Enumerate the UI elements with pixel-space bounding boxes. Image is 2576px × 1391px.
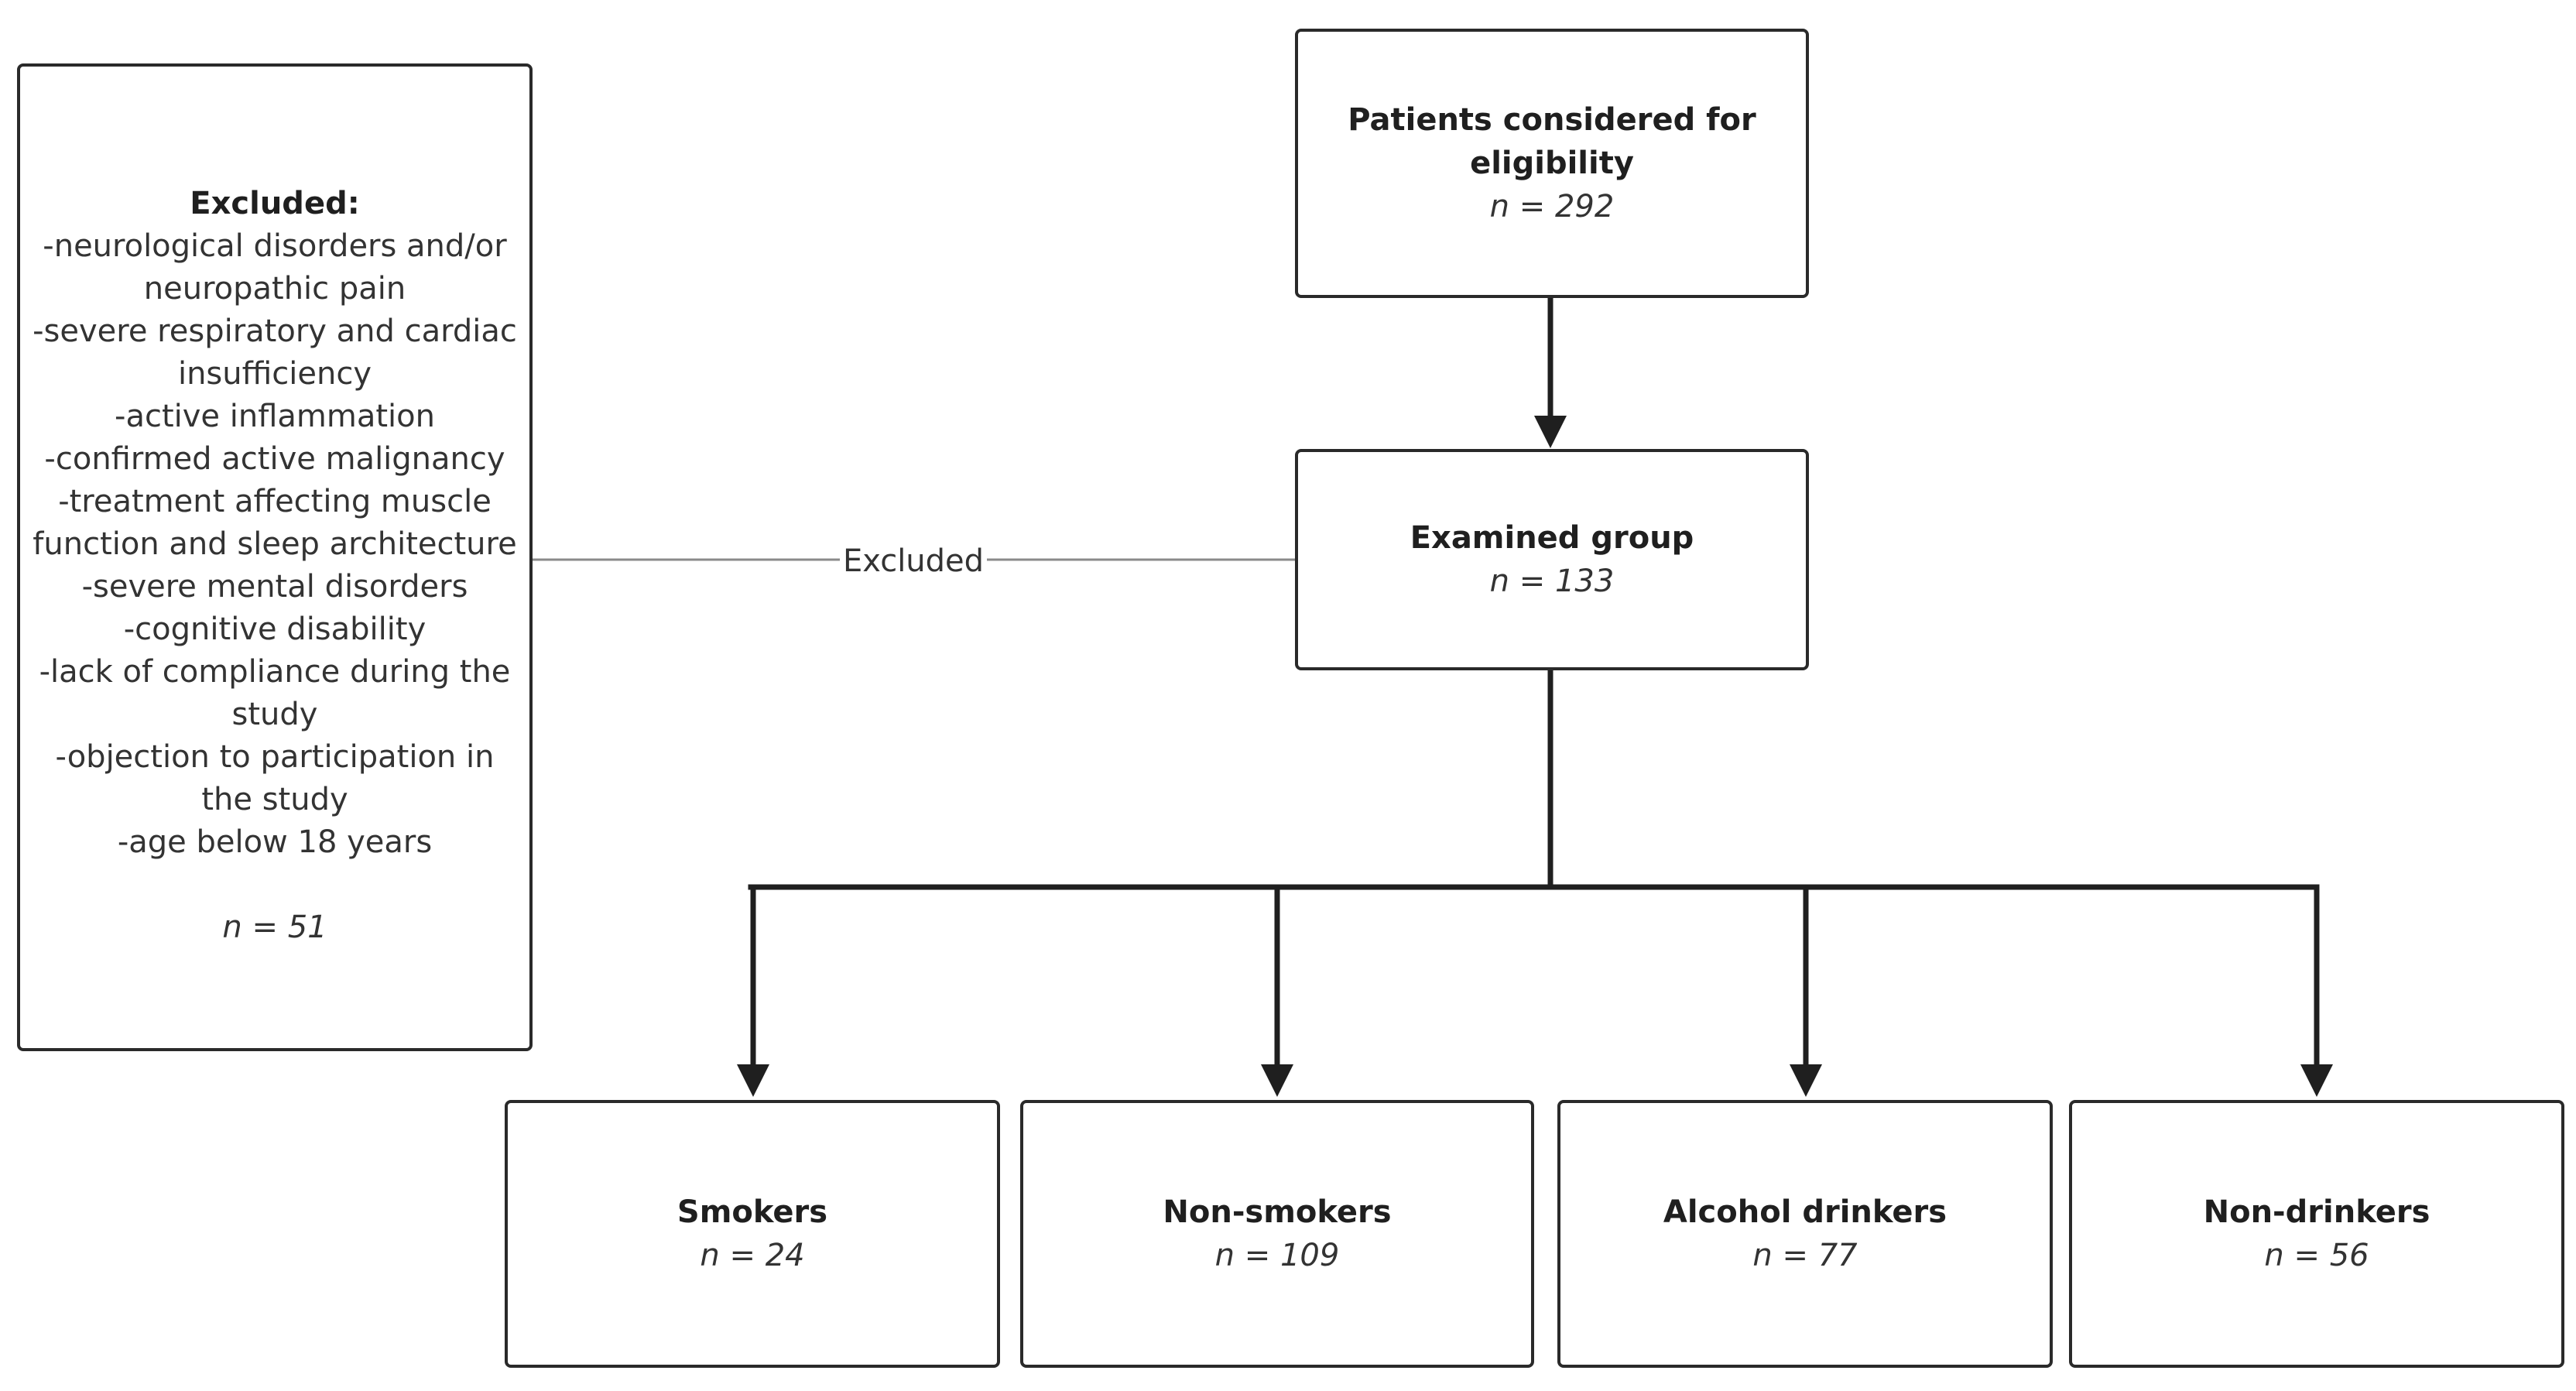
alcohol-drinkers-title: Alcohol drinkers <box>1663 1194 1947 1230</box>
excluded-item: -cognitive disability <box>123 612 426 647</box>
eligibility-title: Patients considered for eligibility <box>1348 102 1756 181</box>
smokers-box: Smokers n = 24 <box>505 1100 1000 1368</box>
excluded-item: -active inflammation <box>115 399 435 434</box>
excluded-count: n = 51 <box>222 910 327 945</box>
excluded-item: -confirmed active malignancy <box>44 441 505 477</box>
excluded-item: -age below 18 years <box>117 824 433 860</box>
excluded-connector-label: Excluded <box>840 540 987 583</box>
smokers-count: n = 24 <box>700 1238 805 1273</box>
examined-group-box: Examined group n = 133 <box>1295 449 1809 670</box>
excluded-item: -treatment affecting muscle function and… <box>33 484 517 562</box>
excluded-item: -severe respiratory and cardiac insuffic… <box>33 313 517 392</box>
non-smokers-box: Non-smokers n = 109 <box>1020 1100 1534 1368</box>
excluded-item: -objection to participation in the study <box>55 739 495 817</box>
examined-group-count: n = 133 <box>1489 564 1615 599</box>
non-drinkers-count: n = 56 <box>2264 1238 2369 1273</box>
excluded-item: -neurological disorders and/or neuropath… <box>43 228 507 307</box>
excluded-item: -lack of compliance during the study <box>39 654 511 732</box>
alcohol-drinkers-box: Alcohol drinkers n = 77 <box>1557 1100 2053 1368</box>
non-smokers-title: Non-smokers <box>1163 1194 1392 1230</box>
eligibility-box: Patients considered for eligibility n = … <box>1295 29 1809 298</box>
excluded-item: -severe mental disorders <box>81 569 468 605</box>
non-smokers-count: n = 109 <box>1214 1238 1340 1273</box>
examined-group-title: Examined group <box>1410 520 1694 556</box>
excluded-title: Excluded: <box>190 186 360 221</box>
eligibility-count: n = 292 <box>1489 189 1615 224</box>
excluded-criteria-list: -neurological disorders and/or neuropath… <box>27 225 522 864</box>
smokers-title: Smokers <box>677 1194 828 1230</box>
alcohol-drinkers-count: n = 77 <box>1752 1238 1858 1273</box>
excluded-box: Excluded: -neurological disorders and/or… <box>17 63 533 1051</box>
non-drinkers-title: Non-drinkers <box>2203 1194 2430 1230</box>
non-drinkers-box: Non-drinkers n = 56 <box>2069 1100 2564 1368</box>
